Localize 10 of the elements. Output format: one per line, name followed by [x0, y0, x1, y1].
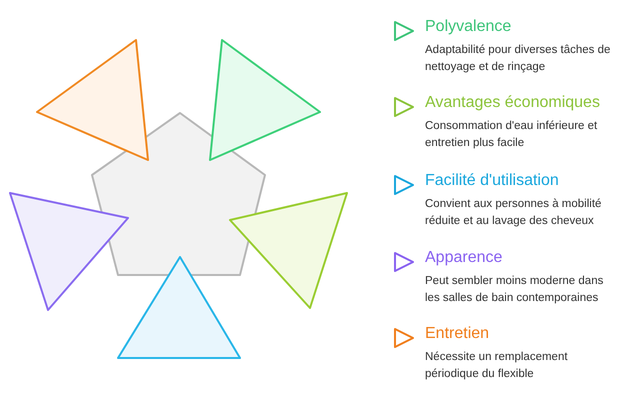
item-heading: Polyvalence: [425, 18, 512, 36]
item-description: Convient aux personnes à mobilité réduite et au lavage des cheveux: [425, 197, 602, 229]
item-heading: Facilité d'utilisation: [425, 172, 559, 190]
item-description: Peut sembler moins moderne dans les salles de bain contemporaines: [425, 274, 604, 306]
item-heading: Avantages économiques: [425, 94, 600, 112]
item-heading: Entretien: [425, 325, 490, 343]
item-description: Consommation d'eau inférieure et entretien plus facile: [425, 119, 598, 151]
item-description: Nécessite un remplacement périodique du flexible: [425, 350, 569, 382]
item-description: Adaptabilité pour diverses tâches de nettoyage et de rinçage: [425, 43, 612, 75]
item-heading: Apparence: [425, 249, 502, 267]
